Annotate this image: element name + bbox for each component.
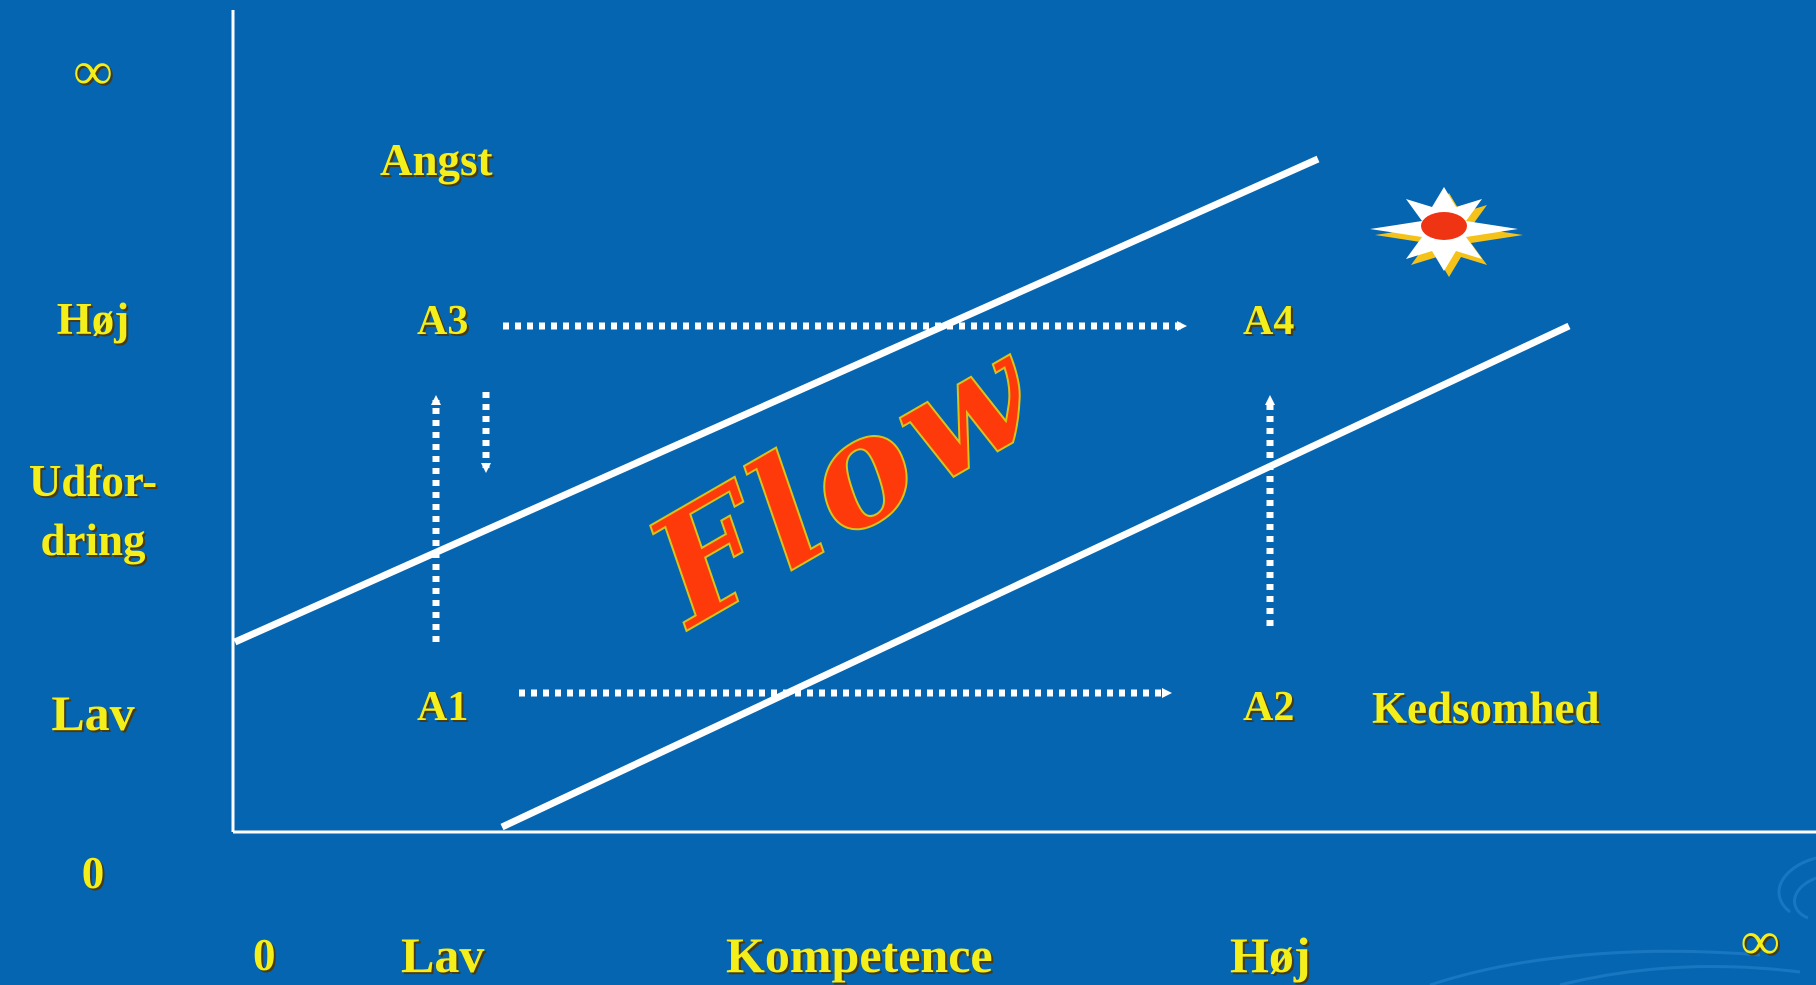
flow-zone-label: Flow bbox=[616, 300, 1068, 663]
burst-star-icon bbox=[1370, 187, 1523, 277]
y-axis-title: Udfor- dring bbox=[0, 459, 186, 563]
y-axis-title-line2: dring bbox=[40, 515, 146, 565]
y-tick-high: Høj bbox=[56, 294, 130, 344]
y-tick-zero: 0 bbox=[81, 848, 105, 898]
anxiety-zone-label: Angst bbox=[380, 135, 493, 185]
x-tick-low: Lav bbox=[401, 927, 485, 983]
x-tick-high: Høj bbox=[1230, 927, 1311, 983]
x-axis-title: Kompetence bbox=[726, 927, 993, 983]
y-axis-title-line1: Udfor- bbox=[28, 456, 158, 506]
flow-upper-boundary bbox=[233, 155, 1320, 646]
y-axis-infinity: ∞ bbox=[73, 41, 113, 101]
y-tick-low: Lav bbox=[51, 685, 135, 741]
point-a2: A2 bbox=[1243, 684, 1295, 730]
point-a4: A4 bbox=[1243, 298, 1295, 344]
flow-lower-boundary bbox=[500, 322, 1571, 831]
decorative-swirl bbox=[1429, 856, 1816, 985]
point-a1: A1 bbox=[417, 684, 469, 730]
x-tick-zero: 0 bbox=[253, 930, 276, 980]
boredom-zone-label: Kedsomhed bbox=[1372, 683, 1600, 733]
point-a3: A3 bbox=[417, 298, 469, 344]
x-axis-infinity: ∞ bbox=[1741, 911, 1780, 971]
